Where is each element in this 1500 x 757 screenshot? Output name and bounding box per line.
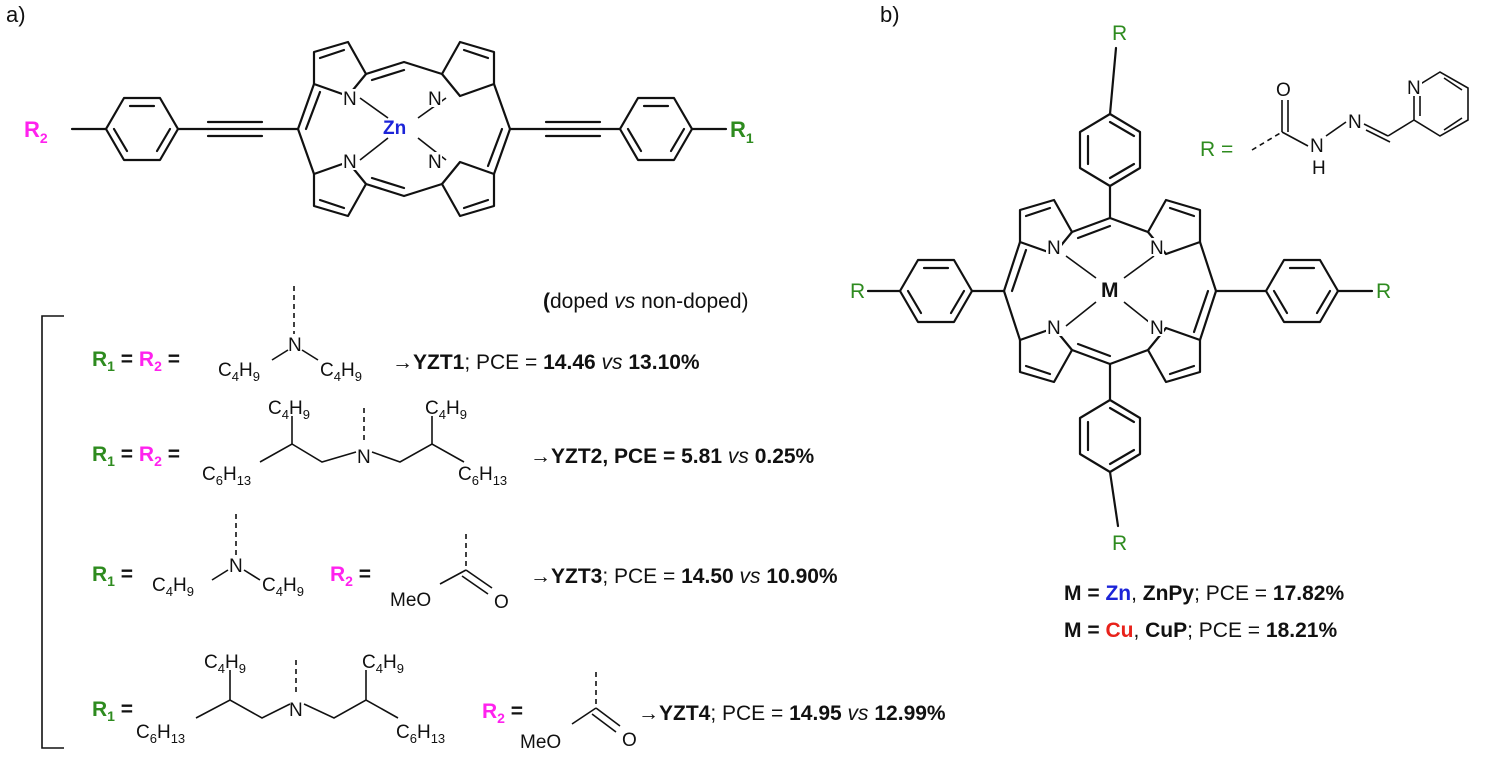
r-group-label-top: R	[1112, 22, 1127, 45]
butyl-branch: C4H9	[425, 398, 467, 422]
nitrogen-atom: N	[343, 89, 357, 110]
methoxy-group: MeO	[520, 732, 561, 753]
panel-a-label: a)	[6, 2, 26, 27]
entry-yzt4: R1 = N C4H9 C4H9 C6H13 C6H13 R2 = MeO O …	[92, 652, 946, 753]
r2-substituent-label: R2	[24, 117, 48, 146]
butyl-group: C4H9	[218, 360, 260, 384]
amine-nitrogen: N	[357, 447, 371, 468]
bottom-aryl-substituent	[1078, 362, 1142, 528]
hexyl-chain: C6H13	[396, 722, 445, 746]
nitrogen-atom: N	[1150, 238, 1164, 259]
methoxy-group: MeO	[390, 590, 431, 611]
left-phenylethynyl-arm	[70, 96, 300, 162]
r-group-label-bottom: R	[1112, 532, 1127, 555]
hydrazone-h: H	[1312, 158, 1326, 179]
nitrogen-atom: N	[428, 152, 442, 173]
svg-text:R1 = R2 =: R1 = R2 =	[92, 443, 180, 469]
yzt3-result: →YZT3; PCE = 14.50 vs 10.90%	[530, 565, 838, 588]
butyl-branch: C4H9	[268, 398, 310, 422]
butyl-group: C4H9	[320, 360, 362, 384]
top-aryl-substituent	[1078, 46, 1142, 220]
hydrazone-nh: N	[1310, 136, 1324, 157]
r-group-label-right: R	[1376, 280, 1391, 303]
doped-vs-nondoped-note: (doped vs non-doped)	[543, 290, 749, 313]
butyl-branch: C4H9	[204, 652, 246, 676]
znpy-result: M = Zn, ZnPy; PCE = 17.82%	[1064, 582, 1344, 605]
butyl-group: C4H9	[262, 575, 304, 599]
r1-substituent-label: R1	[730, 117, 754, 146]
r-group-definition	[1251, 71, 1469, 151]
yzt4-result: →YZT4; PCE = 14.95 vs 12.99%	[638, 702, 946, 725]
cup-result: M = Cu, CuP; PCE = 18.21%	[1064, 619, 1337, 642]
svg-text:R1 = R2 =: R1 = R2 =	[92, 348, 180, 374]
svg-text:R2 =: R2 =	[330, 563, 371, 589]
series-bracket	[41, 315, 64, 749]
carbonyl-oxygen: O	[1276, 80, 1291, 101]
nitrogen-atom: N	[343, 152, 357, 173]
nitrogen-atom: N	[1047, 238, 1061, 259]
right-phenylethynyl-arm	[508, 96, 728, 162]
pyridine-nitrogen: N	[1407, 78, 1421, 99]
hexyl-chain: C6H13	[136, 722, 185, 746]
hexyl-chain: C6H13	[202, 464, 251, 488]
amine-nitrogen: N	[289, 700, 303, 721]
butyl-branch: C4H9	[362, 652, 404, 676]
r-group-label-left: R	[850, 280, 865, 303]
left-aryl-substituent	[866, 258, 1006, 324]
imine-nitrogen: N	[1348, 112, 1362, 133]
r-definition-label: R =	[1200, 138, 1233, 161]
carbonyl-oxygen: O	[622, 730, 637, 751]
svg-text:R1 =: R1 =	[92, 698, 133, 724]
metal-center: M	[1101, 279, 1119, 302]
nitrogen-atom: N	[1047, 318, 1061, 339]
carbonyl-oxygen: O	[494, 592, 509, 613]
amine-nitrogen: N	[229, 556, 243, 577]
right-aryl-substituent	[1214, 258, 1374, 324]
entry-yzt1: R1 = R2 = N C4H9 C4H9 →YZT1; PCE = 14.46…	[92, 286, 700, 384]
amine-nitrogen: N	[288, 335, 302, 356]
panel-b-label: b)	[880, 2, 900, 27]
zinc-center: Zn	[383, 118, 406, 139]
hexyl-chain: C6H13	[458, 464, 507, 488]
svg-text:R1 =: R1 =	[92, 563, 133, 589]
yzt2-result: →YZT2, PCE = 5.81 vs 0.25%	[530, 445, 815, 468]
svg-text:R2 =: R2 =	[482, 700, 523, 726]
butyl-group: C4H9	[152, 575, 194, 599]
entry-yzt2: R1 = R2 = N C4H9 C4H9 C6H13 C6H13 →YZT2,…	[92, 398, 815, 488]
nitrogen-atom: N	[1150, 318, 1164, 339]
yzt1-result: →YZT1; PCE = 14.46 vs 13.10%	[392, 351, 700, 374]
entry-yzt3: R1 = N C4H9 C4H9 R2 = MeO O →YZT3; PCE =…	[92, 514, 838, 613]
nitrogen-atom: N	[428, 89, 442, 110]
